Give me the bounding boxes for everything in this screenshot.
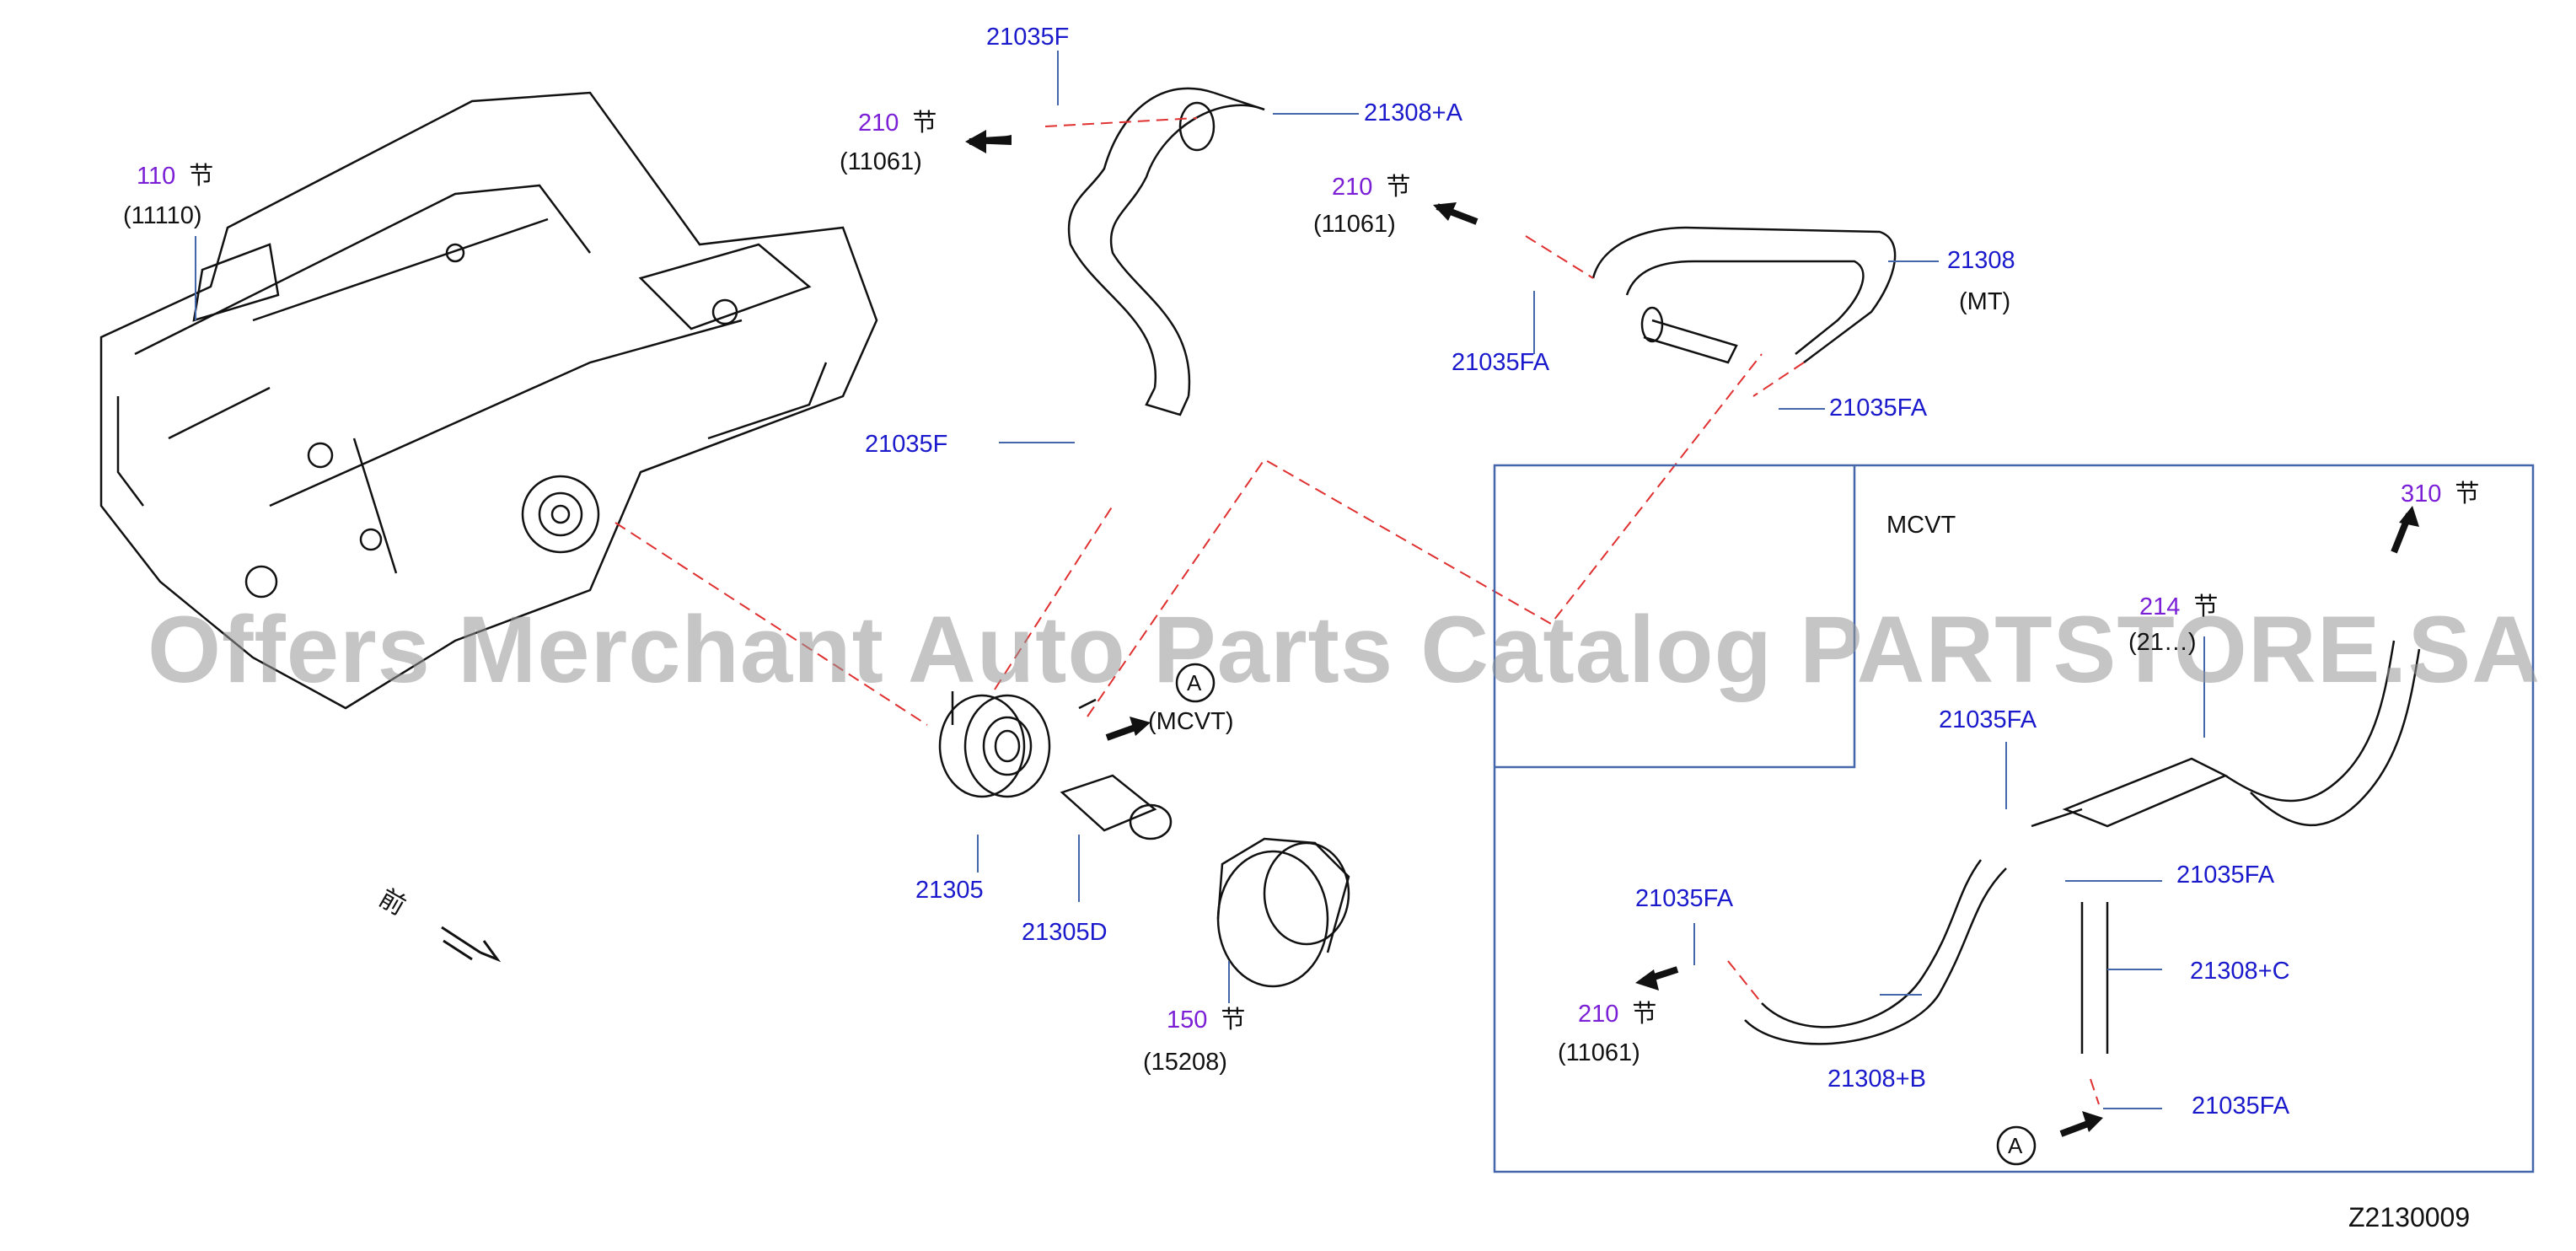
section-number[interactable]: 150 (1167, 1007, 1208, 1034)
section-number[interactable]: 210 (858, 110, 899, 137)
section-ref-210-top[interactable]: 210 节 (858, 110, 936, 137)
section-number[interactable]: 310 (2401, 481, 2442, 507)
diagram-id: Z2130009 (2348, 1202, 2471, 1232)
section-kanji: 节 (1221, 1007, 1246, 1034)
oil-filter-drawing (1216, 837, 1350, 988)
section-ref-210-mcvt[interactable]: 210 节 (1578, 1001, 1656, 1028)
part-21308-plus-a[interactable]: 21308+A (1364, 99, 1462, 126)
mcvt-box-notch (1495, 465, 1856, 769)
section-kanji: 节 (2193, 593, 2219, 620)
section-ref-310[interactable]: 310 节 (2401, 481, 2479, 507)
oil-cooler-drawing (938, 691, 1097, 798)
mcvt-box-title: MCVT (1886, 512, 1956, 539)
marker-circles (1175, 663, 2037, 1166)
section-kanji: 节 (2455, 481, 2480, 507)
section-kanji: 节 (1386, 174, 1411, 201)
part-21035FA-mt-right[interactable]: 21035FA (1829, 395, 1928, 421)
part-ref-214: (21…) (2128, 629, 2197, 656)
section-number[interactable]: 210 (1332, 174, 1373, 201)
marker-a-label-1: A (1187, 670, 1202, 695)
section-number[interactable]: 110 (137, 163, 176, 190)
front-arrow (441, 926, 502, 963)
part-21308-mt-note: (MT) (1959, 288, 2011, 315)
part-21035FA-box-bottom[interactable]: 21035FA (2192, 1093, 2290, 1119)
part-21035FA-box-mid[interactable]: 21035FA (2176, 862, 2275, 889)
part-21035F-top[interactable]: 21035F (986, 24, 1070, 51)
part-ref-11061-mcvt: (11061) (1558, 1039, 1640, 1066)
part-21035FA-box-left[interactable]: 21035FA (1635, 885, 1734, 912)
leader-lines (614, 117, 2100, 1105)
section-number[interactable]: 210 (1578, 1001, 1619, 1028)
part-ref-11061-mt: (11061) (1313, 211, 1396, 238)
part-ref-11061-top: (11061) (840, 148, 922, 175)
upper-hose-drawing (1067, 87, 1265, 416)
part-ref-11110: (11110) (123, 202, 202, 229)
part-21305[interactable]: 21305 (915, 877, 984, 904)
part-21308-plus-c[interactable]: 21308+C (2190, 958, 2290, 985)
mcvt-callout: (MCVT) (1148, 708, 1234, 735)
section-ref-214[interactable]: 214 节 (2139, 593, 2218, 620)
marker-a-label-2: A (2008, 1133, 2023, 1158)
cooler-bolt-drawing (1060, 774, 1173, 840)
part-ref-15208: (15208) (1143, 1049, 1227, 1076)
section-kanji: 节 (189, 163, 214, 190)
engine-block-drawing (99, 91, 878, 710)
section-kanji: 节 (1632, 1001, 1657, 1028)
section-ref-150[interactable]: 150 节 (1167, 1007, 1245, 1034)
section-number[interactable]: 214 (2139, 593, 2181, 620)
leader-callouts (195, 51, 2205, 1109)
part-21305D[interactable]: 21305D (1022, 919, 1108, 946)
section-ref-210-mt[interactable]: 210 节 (1332, 174, 1410, 201)
part-21308[interactable]: 21308 (1947, 247, 2015, 274)
mcvt-box (1493, 464, 2535, 1173)
direction-arrows (965, 130, 2419, 1137)
part-21035FA-mt-left[interactable]: 21035FA (1452, 349, 1550, 376)
part-21035F-bottom[interactable]: 21035F (865, 431, 948, 458)
mcvt-hoses-drawing (1744, 640, 2421, 1054)
part-21035FA-box-top[interactable]: 21035FA (1939, 706, 2037, 733)
mt-hose-drawing (1591, 226, 1897, 364)
section-kanji: 节 (912, 110, 937, 137)
section-ref-110[interactable]: 110 节 (137, 163, 213, 190)
part-21308-plus-b[interactable]: 21308+B (1827, 1066, 1926, 1093)
